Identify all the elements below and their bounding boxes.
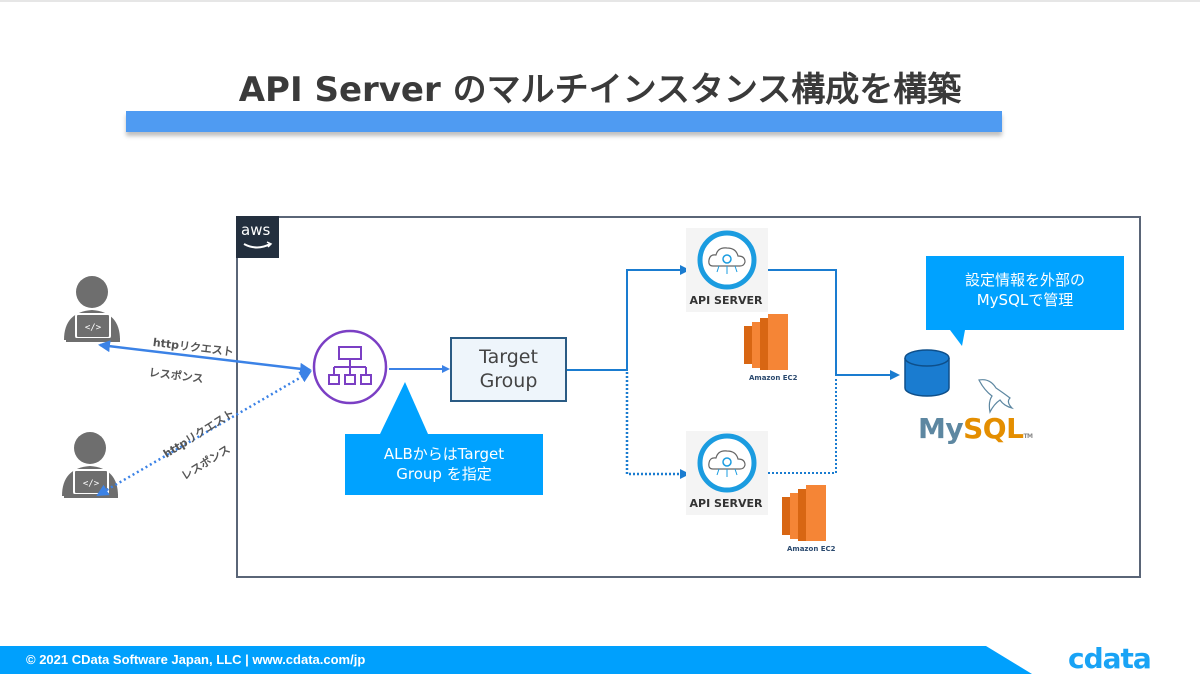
alb-callout: ALBからはTarget Group を指定 xyxy=(345,434,543,495)
db-callout-pointer xyxy=(950,330,965,346)
client-1-developer-icon: </> xyxy=(64,276,120,342)
mysql-logo: MySQLTM xyxy=(918,412,1033,445)
db-callout-line2: MySQLで管理 xyxy=(976,291,1074,309)
application-load-balancer-icon xyxy=(312,329,388,405)
ec2-1-label: Amazon EC2 xyxy=(749,374,798,382)
top-divider xyxy=(0,0,1200,2)
target-group-box: Target Group xyxy=(450,337,567,402)
alb-callout-pointer xyxy=(380,382,428,434)
db-callout-line1: 設定情報を外部の xyxy=(964,271,1085,289)
mysql-logo-my: My xyxy=(918,412,964,445)
aws-logo-text: aws xyxy=(241,221,271,239)
mysql-logo-sql: SQL xyxy=(963,412,1024,445)
db-callout: 設定情報を外部の MySQLで管理 xyxy=(926,256,1124,330)
mysql-dolphin-icon xyxy=(978,379,1014,414)
footer-bar xyxy=(0,646,1032,674)
alb-callout-line2: Group を指定 xyxy=(396,465,492,483)
client-2-developer-icon: </> xyxy=(62,432,118,498)
target-group-line2: Group xyxy=(479,370,538,392)
api-server-1-icon xyxy=(686,228,768,312)
api-server-1: API SERVER xyxy=(686,228,766,312)
ec2-2-icon xyxy=(782,485,826,541)
target-group-to-server-2-arrow xyxy=(625,372,690,479)
aws-logo: aws xyxy=(236,216,279,258)
api-server-2-icon xyxy=(686,431,768,515)
ec2-2-label: Amazon EC2 xyxy=(787,545,836,553)
client-1-request-arrow xyxy=(98,340,312,375)
footer-copyright: © 2021 CData Software Japan, LLC | www.c… xyxy=(26,652,366,667)
api-server-1-label: API SERVER xyxy=(689,294,763,307)
title-underline-bar xyxy=(126,111,1002,132)
target-group-to-server-1-arrow xyxy=(567,265,690,371)
server-1-to-database-arrow xyxy=(768,269,900,380)
alb-callout-line1: ALBからはTarget xyxy=(383,445,505,463)
client-2-request-arrow xyxy=(96,370,312,497)
cdata-logo: cdata xyxy=(1068,642,1152,675)
aws-smile-icon xyxy=(243,241,273,249)
svg-text:</>: </> xyxy=(83,479,100,489)
ec2-1-icon xyxy=(744,314,788,370)
server-2-to-database-arrow xyxy=(768,377,837,474)
svg-text:</>: </> xyxy=(85,323,102,333)
slide-title: API Server のマルチインスタンス構成を構築 xyxy=(238,70,962,110)
target-group-line1: Target xyxy=(479,346,538,368)
database-cylinder-icon xyxy=(904,349,950,397)
mysql-logo-tm: TM xyxy=(1023,433,1033,440)
api-server-2: API SERVER xyxy=(686,431,766,515)
api-server-2-label: API SERVER xyxy=(689,497,763,510)
